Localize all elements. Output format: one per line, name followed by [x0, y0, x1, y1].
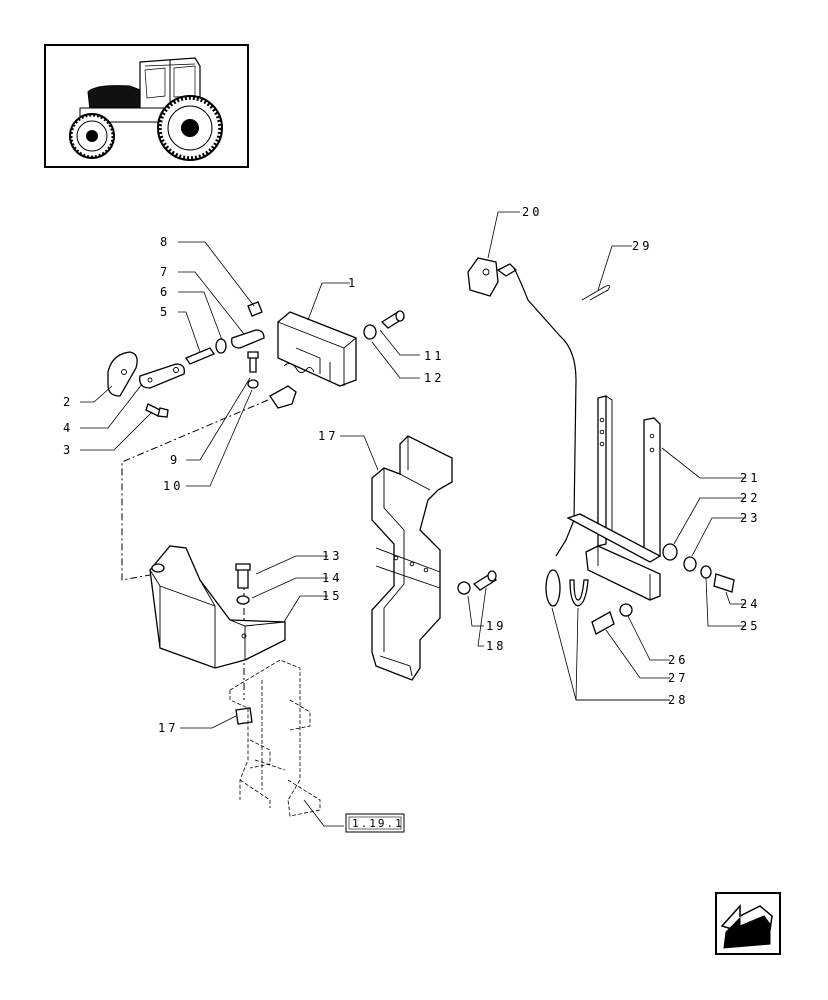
assembly-line — [121, 399, 269, 581]
callout-11: 11 — [424, 349, 444, 363]
previous-page-arrow-icon[interactable] — [715, 892, 781, 955]
mid-bracket — [371, 435, 498, 681]
part-23-bush — [683, 556, 697, 572]
part-28-loop — [545, 569, 561, 607]
part-29-clip — [581, 285, 611, 301]
callout-2: 2 — [63, 395, 73, 409]
callout-19: 19 — [486, 619, 506, 633]
part-7-bushing — [231, 329, 265, 349]
callout-17-lower: 17 — [158, 721, 178, 735]
part-10-washer — [247, 379, 259, 389]
part-25-washer — [700, 565, 712, 579]
part-6-washer — [215, 338, 227, 354]
callout-4: 4 — [63, 421, 73, 435]
callout-28: 28 — [668, 693, 688, 707]
tractor-icon — [69, 57, 223, 161]
tractor-thumbnail — [44, 44, 249, 168]
part-17-frame — [371, 435, 453, 681]
callout-5: 5 — [160, 305, 170, 319]
callout-13: 13 — [322, 549, 342, 563]
callout-18: 18 — [486, 639, 506, 653]
callout-3: 3 — [63, 443, 73, 457]
callout-22: 22 — [740, 491, 760, 505]
part-8-nut — [247, 301, 263, 317]
callout-26: 26 — [668, 653, 688, 667]
callout-17-upper: 17 — [318, 429, 338, 443]
reference-box[interactable]: 1.19.1 — [345, 813, 405, 833]
part-21-frame — [597, 395, 607, 547]
part-24-bolt — [713, 573, 735, 593]
callout-15: 15 — [322, 589, 342, 603]
callout-12: 12 — [424, 371, 444, 385]
callout-27: 27 — [668, 671, 688, 685]
part-20-bracket — [467, 257, 499, 297]
part-28-u-clip — [569, 579, 589, 607]
part-17-nut — [235, 707, 253, 725]
callout-29: 29 — [632, 239, 652, 253]
callout-1: 1 — [348, 276, 358, 290]
frame-ghost — [229, 659, 321, 817]
callout-20: 20 — [522, 205, 542, 219]
callout-6: 6 — [160, 285, 170, 299]
part-14-washer — [236, 595, 250, 605]
callout-21: 21 — [740, 471, 760, 485]
part-13-bolt — [237, 567, 249, 589]
part-5-pin — [185, 347, 215, 365]
callout-25: 25 — [740, 619, 760, 633]
callout-labels: 8 7 6 5 1 2 4 3 9 10 11 12 13 14 15 17 1… — [63, 205, 760, 735]
part-26-washer — [619, 603, 633, 617]
part-18-washer — [457, 581, 471, 595]
mount-bracket — [149, 545, 286, 725]
part-1-latch-block — [277, 311, 357, 387]
callout-7: 7 — [160, 265, 170, 279]
part-20-cable — [513, 267, 577, 521]
part-12-washer — [363, 324, 377, 340]
leader-lines — [80, 211, 746, 827]
cable-assembly — [467, 257, 735, 635]
reference-box-label: 1.19.1 — [352, 817, 404, 830]
callout-9: 9 — [170, 453, 180, 467]
part-27-bolt — [591, 611, 615, 635]
part-22-spacer — [662, 543, 678, 561]
part-15-bracket — [149, 545, 286, 669]
callout-23: 23 — [740, 511, 760, 525]
callout-8: 8 — [160, 235, 170, 249]
latch-assembly — [107, 301, 406, 418]
callout-24: 24 — [740, 597, 760, 611]
callout-10: 10 — [163, 479, 183, 493]
callout-14: 14 — [322, 571, 342, 585]
